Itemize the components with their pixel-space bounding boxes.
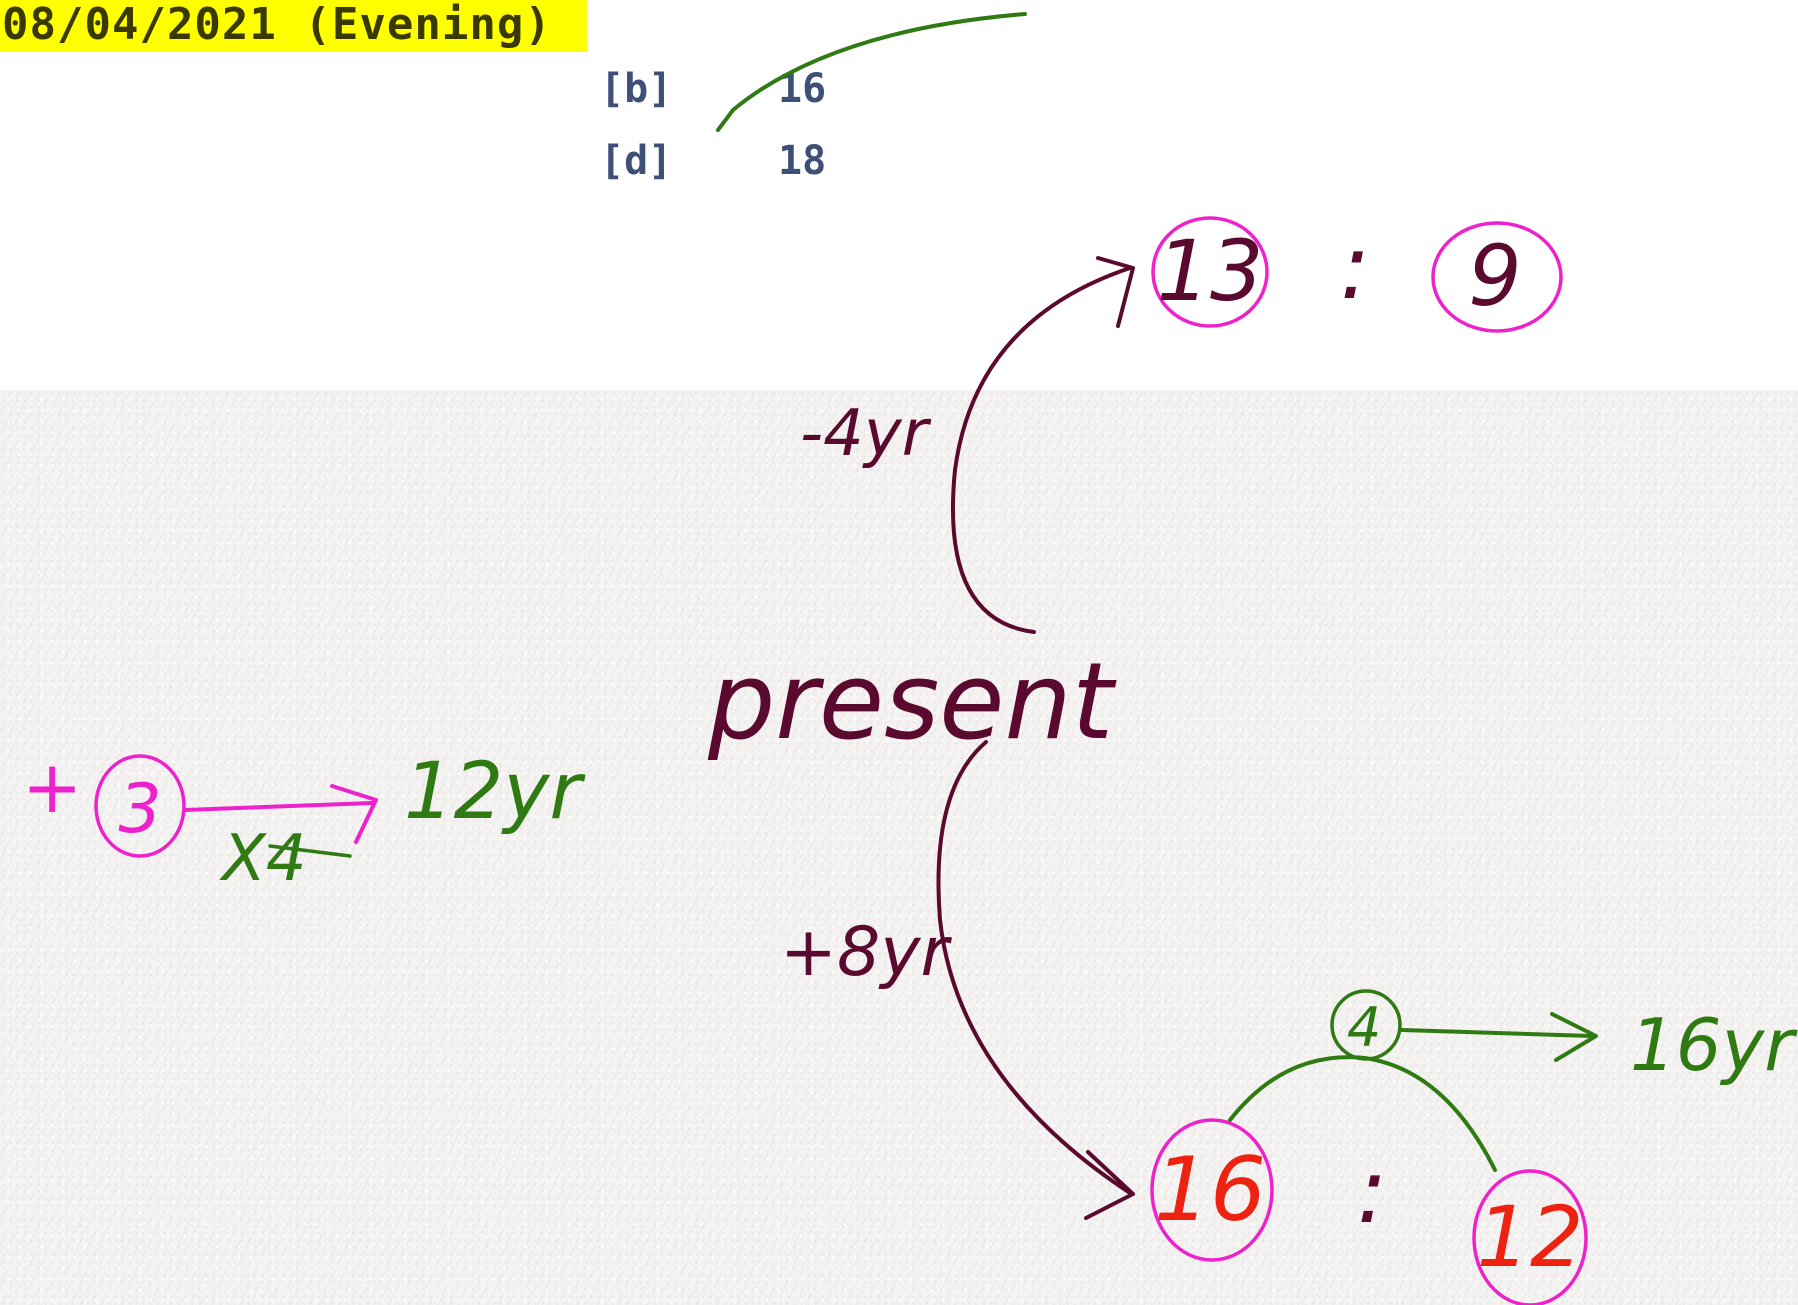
past-ratio-separator: : xyxy=(1340,215,1370,320)
option-d-value: 18 xyxy=(778,138,827,184)
unit-circle xyxy=(94,754,186,858)
difference-circle xyxy=(1330,989,1402,1061)
difference-arrow xyxy=(1400,1028,1594,1038)
multiplier-label: X4 xyxy=(219,822,307,896)
multiplier-underline xyxy=(268,844,352,858)
unit-value: 3 xyxy=(118,770,161,849)
future-right-circle xyxy=(1472,1169,1588,1305)
unit-prefix: + xyxy=(22,745,82,829)
present-label: present xyxy=(707,640,1117,763)
check-mark-icon xyxy=(716,12,1027,132)
difference-arrowhead-icon xyxy=(1550,1012,1598,1062)
unit-result: 12yr xyxy=(404,747,586,837)
textured-paper-background xyxy=(0,390,1798,1305)
future-ratio-right: 12 xyxy=(1477,1188,1584,1286)
past-right-circle xyxy=(1431,221,1563,333)
future-left-circle xyxy=(1150,1118,1274,1262)
future-ratio-separator: : xyxy=(1357,1139,1387,1244)
date-banner: 08/04/2021 (Evening) xyxy=(0,0,587,52)
past-left-circle xyxy=(1151,216,1269,328)
option-b-label: [b] xyxy=(600,66,673,112)
past-ratio-right: 9 xyxy=(1468,227,1521,325)
arrow-to-future xyxy=(936,740,1132,1195)
arrowhead-past-icon xyxy=(1096,256,1135,328)
past-ratio-left: 13 xyxy=(1157,222,1264,320)
difference-result: 16yr xyxy=(1630,1003,1798,1087)
plus-years-label: +8yr xyxy=(780,913,952,992)
arrowhead-future-icon xyxy=(1084,1150,1135,1220)
future-ratio-left: 16 xyxy=(1154,1138,1266,1241)
option-d-label: [d] xyxy=(600,138,673,184)
difference-value: 4 xyxy=(1347,996,1381,1059)
unit-arrow xyxy=(183,801,374,812)
arrow-to-past xyxy=(950,266,1132,634)
minus-years-label: -4yr xyxy=(800,397,932,471)
unit-arrowhead-icon xyxy=(330,784,378,844)
